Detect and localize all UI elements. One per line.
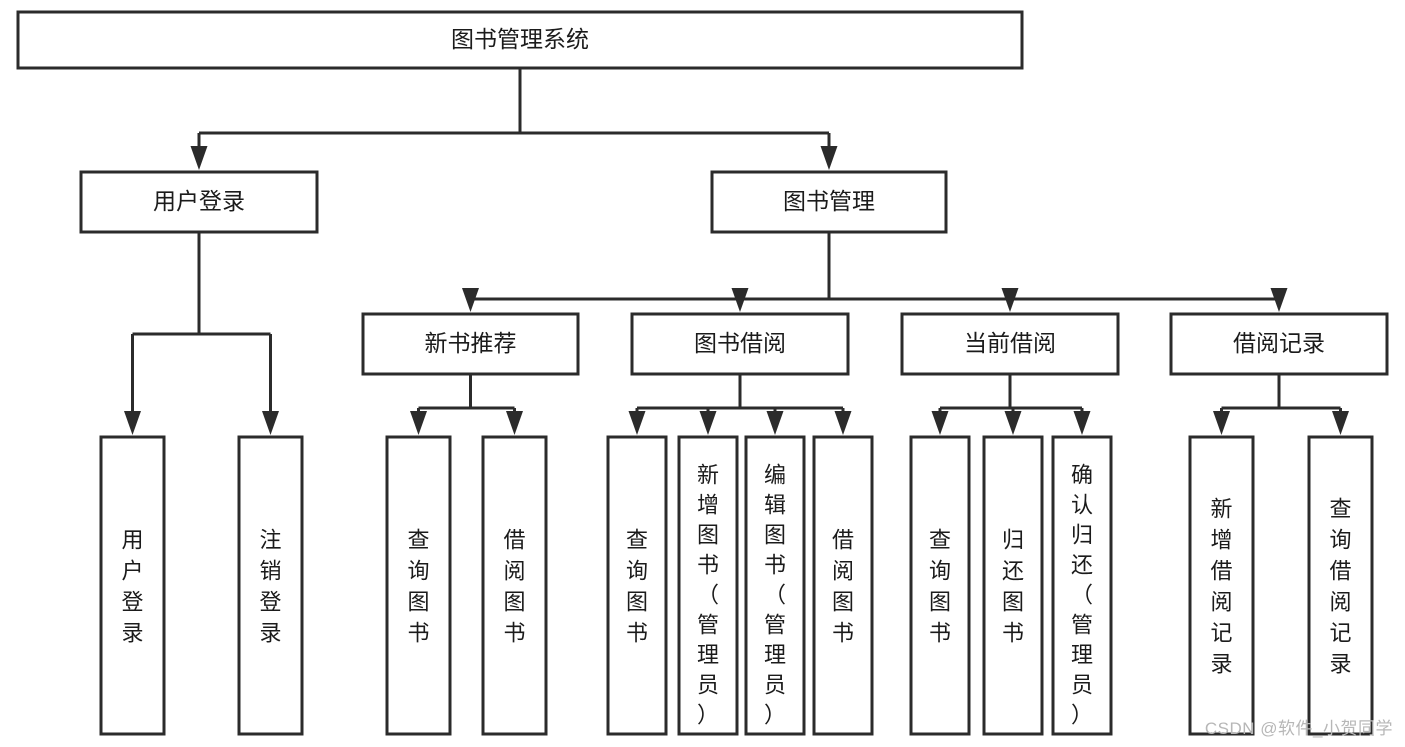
node-label: 借阅图书 bbox=[503, 528, 525, 646]
arrow-head-icon bbox=[506, 411, 523, 435]
arrow-head-icon bbox=[834, 411, 852, 435]
arrow-head-icon bbox=[1270, 288, 1288, 312]
node-label: 用户登录 bbox=[121, 528, 143, 646]
node-borrow-record[interactable]: 借阅记录 bbox=[1169, 312, 1389, 376]
node-box bbox=[812, 435, 874, 736]
node-leaf-edit-book[interactable]: 编辑图书（管理员） bbox=[744, 435, 806, 736]
node-label: 查询借阅记录 bbox=[1329, 497, 1351, 677]
node-leaf-confirm-return[interactable]: 确认归还（管理员） bbox=[1051, 435, 1113, 736]
node-label: 当前借阅 bbox=[964, 330, 1056, 356]
arrow-head-icon bbox=[731, 288, 749, 312]
node-label: 注销登录 bbox=[259, 528, 281, 646]
node-label: 确认归还（管理员） bbox=[1071, 462, 1093, 727]
node-leaf-query-book-3[interactable]: 查询图书 bbox=[909, 435, 971, 736]
arrow-head-icon bbox=[1004, 411, 1022, 435]
node-book-manage[interactable]: 图书管理 bbox=[710, 170, 948, 234]
node-box bbox=[385, 435, 452, 736]
node-box bbox=[361, 312, 580, 376]
node-label: 借阅记录 bbox=[1233, 330, 1325, 356]
arrow-head-icon bbox=[1001, 288, 1019, 312]
node-box bbox=[744, 435, 806, 736]
node-new-book-rec[interactable]: 新书推荐 bbox=[361, 312, 580, 376]
node-box bbox=[677, 435, 739, 736]
node-label: 查询图书 bbox=[929, 528, 951, 646]
node-label: 图书管理系统 bbox=[451, 26, 589, 52]
node-label: 新书推荐 bbox=[425, 330, 517, 356]
arrow-head-icon bbox=[628, 411, 646, 435]
node-label: 新增图书（管理员） bbox=[697, 462, 719, 727]
node-box bbox=[900, 312, 1120, 376]
arrow-head-icon bbox=[1073, 411, 1091, 435]
node-layer: 图书管理系统用户登录图书管理新书推荐图书借阅当前借阅借阅记录用户登录注销登录查询… bbox=[16, 10, 1389, 736]
node-box bbox=[909, 435, 971, 736]
node-leaf-return-book[interactable]: 归还图书 bbox=[982, 435, 1044, 736]
arrow-head-icon bbox=[124, 411, 141, 435]
node-leaf-user-login[interactable]: 用户登录 bbox=[99, 435, 166, 736]
node-leaf-add-record[interactable]: 新增借阅记录 bbox=[1188, 435, 1255, 736]
arrow-head-icon bbox=[820, 146, 838, 170]
node-box bbox=[99, 435, 166, 736]
node-current-borrow[interactable]: 当前借阅 bbox=[900, 312, 1120, 376]
arrow-head-icon bbox=[1213, 411, 1230, 435]
node-label: 借阅图书 bbox=[832, 528, 854, 646]
node-box bbox=[237, 435, 304, 736]
node-box bbox=[710, 170, 948, 234]
node-root[interactable]: 图书管理系统 bbox=[16, 10, 1024, 70]
node-box bbox=[1188, 435, 1255, 736]
arrow-head-icon bbox=[462, 288, 479, 312]
node-box bbox=[79, 170, 319, 234]
arrow-head-icon bbox=[262, 411, 279, 435]
node-leaf-borrow-book-2[interactable]: 借阅图书 bbox=[812, 435, 874, 736]
node-leaf-query-book-2[interactable]: 查询图书 bbox=[606, 435, 668, 736]
node-box bbox=[630, 312, 850, 376]
arrow-head-icon bbox=[1332, 411, 1349, 435]
node-user-login[interactable]: 用户登录 bbox=[79, 170, 319, 234]
arrow-head-icon bbox=[410, 411, 427, 435]
node-label: 查询图书 bbox=[626, 528, 648, 646]
arrow-head-icon bbox=[931, 411, 949, 435]
node-leaf-add-book[interactable]: 新增图书（管理员） bbox=[677, 435, 739, 736]
node-label: 编辑图书（管理员） bbox=[764, 462, 786, 727]
node-box bbox=[1307, 435, 1374, 736]
node-label: 图书借阅 bbox=[694, 330, 786, 356]
arrow-head-icon bbox=[699, 411, 717, 435]
node-leaf-borrow-book-1[interactable]: 借阅图书 bbox=[481, 435, 548, 736]
node-leaf-query-record[interactable]: 查询借阅记录 bbox=[1307, 435, 1374, 736]
node-leaf-query-book-1[interactable]: 查询图书 bbox=[385, 435, 452, 736]
node-box bbox=[1051, 435, 1113, 736]
node-label: 用户登录 bbox=[153, 188, 245, 214]
node-label: 图书管理 bbox=[783, 188, 875, 214]
node-label: 归还图书 bbox=[1002, 528, 1024, 646]
node-label: 查询图书 bbox=[407, 528, 429, 646]
node-box bbox=[481, 435, 548, 736]
node-label: 新增借阅记录 bbox=[1210, 497, 1232, 677]
arrow-head-icon bbox=[190, 146, 208, 170]
arrow-head-icon bbox=[766, 411, 784, 435]
edge-layer bbox=[124, 68, 1349, 435]
node-box bbox=[606, 435, 668, 736]
node-book-borrow[interactable]: 图书借阅 bbox=[630, 312, 850, 376]
node-box bbox=[1169, 312, 1389, 376]
node-box bbox=[16, 10, 1024, 70]
node-box bbox=[982, 435, 1044, 736]
node-leaf-user-logout[interactable]: 注销登录 bbox=[237, 435, 304, 736]
